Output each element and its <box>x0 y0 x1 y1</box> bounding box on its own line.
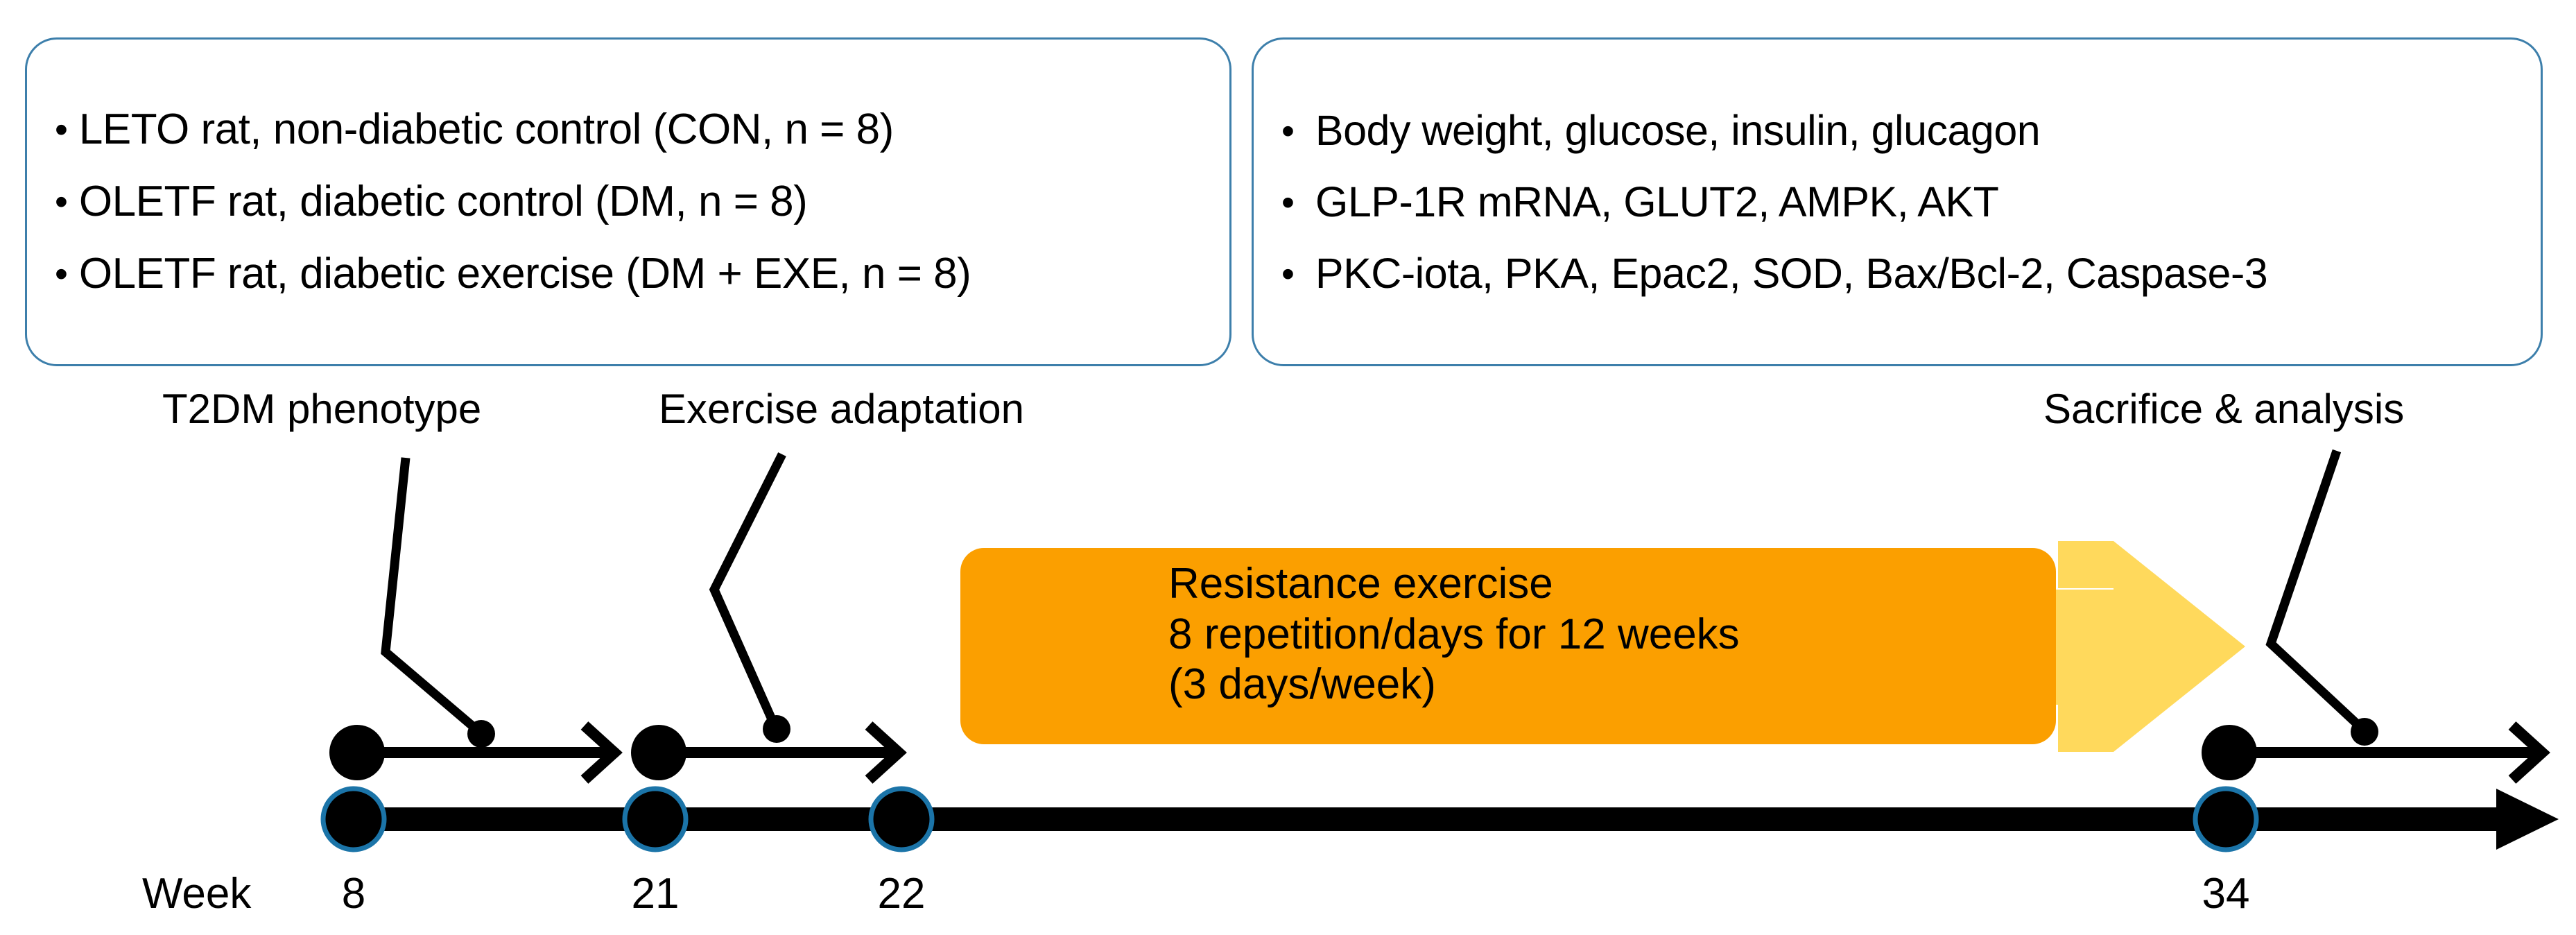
bullet-icon: • <box>55 181 68 223</box>
exercise-banner-arrowhead <box>2056 542 2243 750</box>
list-item: • OLETF rat, diabetic control (DM, n = 8… <box>55 180 1211 223</box>
exercise-banner-arrowhead-shape <box>2058 541 2113 752</box>
leader-endpoint-dot-t2dm <box>467 720 495 748</box>
annotation-exercise-adaptation: Exercise adaptation <box>659 386 1024 432</box>
leader-endpoint-dot-exercise-adaptation <box>763 715 790 743</box>
timeline-tick-marker-week8 <box>320 786 387 852</box>
leader-endpoint-dot-sacrifice <box>2351 718 2378 746</box>
leader-line-sacrifice <box>2265 449 2365 732</box>
bullet-icon: • <box>1281 110 1295 152</box>
exercise-banner-arrow-triangle <box>2113 541 2245 752</box>
timeline-tick-label-week8: 8 <box>341 870 366 918</box>
list-item: • Body weight, glucose, insulin, glucago… <box>1281 106 2523 154</box>
timeline-tick-marker-week34 <box>2193 786 2259 852</box>
list-item: • PKC-iota, PKA, Epac2, SOD, Bax/Bcl-2, … <box>1281 252 2523 295</box>
resistance-exercise-banner <box>960 548 2056 744</box>
phase-arrow-head-8-to-21 <box>580 721 623 784</box>
annotation-sacrifice-analysis: Sacrifice & analysis <box>2043 386 2405 432</box>
timeline-tick-label-week21: 21 <box>631 870 680 918</box>
phase-marker-dot-week21 <box>631 725 686 780</box>
phase-marker-dot-week34 <box>2202 725 2257 780</box>
leader-line-t2dm <box>381 457 482 735</box>
measure-item-label: GLP-1R mRNA, GLUT2, AMPK, AKT <box>1315 178 1999 225</box>
resistance-exercise-banner-text: Resistance exercise 8 repetition/days fo… <box>1168 560 1740 709</box>
groups-info-box: • LETO rat, non-diabetic control (CON, n… <box>25 37 1231 366</box>
list-item: • GLP-1R mRNA, GLUT2, AMPK, AKT <box>1281 178 2523 225</box>
timeline-tick-marker-week21 <box>622 786 689 852</box>
bullet-icon: • <box>1281 181 1295 223</box>
list-item: • LETO rat, non-diabetic control (CON, n… <box>55 108 1211 151</box>
phase-arrow-head-34-to-end <box>2508 721 2550 784</box>
measurements-bullet-list: • Body weight, glucose, insulin, glucago… <box>1254 40 2541 364</box>
timeline-axis-arrowhead <box>2496 789 2559 850</box>
annotation-t2dm-phenotype: T2DM phenotype <box>162 386 482 432</box>
measure-item-label: Body weight, glucose, insulin, glucagon <box>1315 106 2041 154</box>
group-item-label: LETO rat, non-diabetic control (CON, n =… <box>78 105 894 153</box>
timeline-tick-marker-week22 <box>868 786 935 852</box>
timeline-axis-label: Week <box>142 870 252 918</box>
bullet-icon: • <box>55 253 68 295</box>
group-item-label: OLETF rat, diabetic exercise (DM + EXE, … <box>78 250 971 298</box>
measurements-info-box: • Body weight, glucose, insulin, glucago… <box>1252 37 2543 366</box>
measure-item-label: PKC-iota, PKA, Epac2, SOD, Bax/Bcl-2, Ca… <box>1315 249 2268 297</box>
list-item: • OLETF rat, diabetic exercise (DM + EXE… <box>55 252 1211 295</box>
groups-bullet-list: • LETO rat, non-diabetic control (CON, n… <box>27 40 1229 364</box>
bullet-icon: • <box>1281 252 1295 295</box>
phase-arrow-head-21-to-22 <box>865 721 907 784</box>
phase-marker-dot-week8 <box>329 725 385 780</box>
timeline-tick-label-week34: 34 <box>2202 870 2250 918</box>
timeline-tick-label-week22: 22 <box>877 870 926 918</box>
bullet-icon: • <box>55 109 68 151</box>
group-item-label: OLETF rat, diabetic control (DM, n = 8) <box>78 178 808 225</box>
leader-line-exercise-adaptation <box>709 452 786 728</box>
